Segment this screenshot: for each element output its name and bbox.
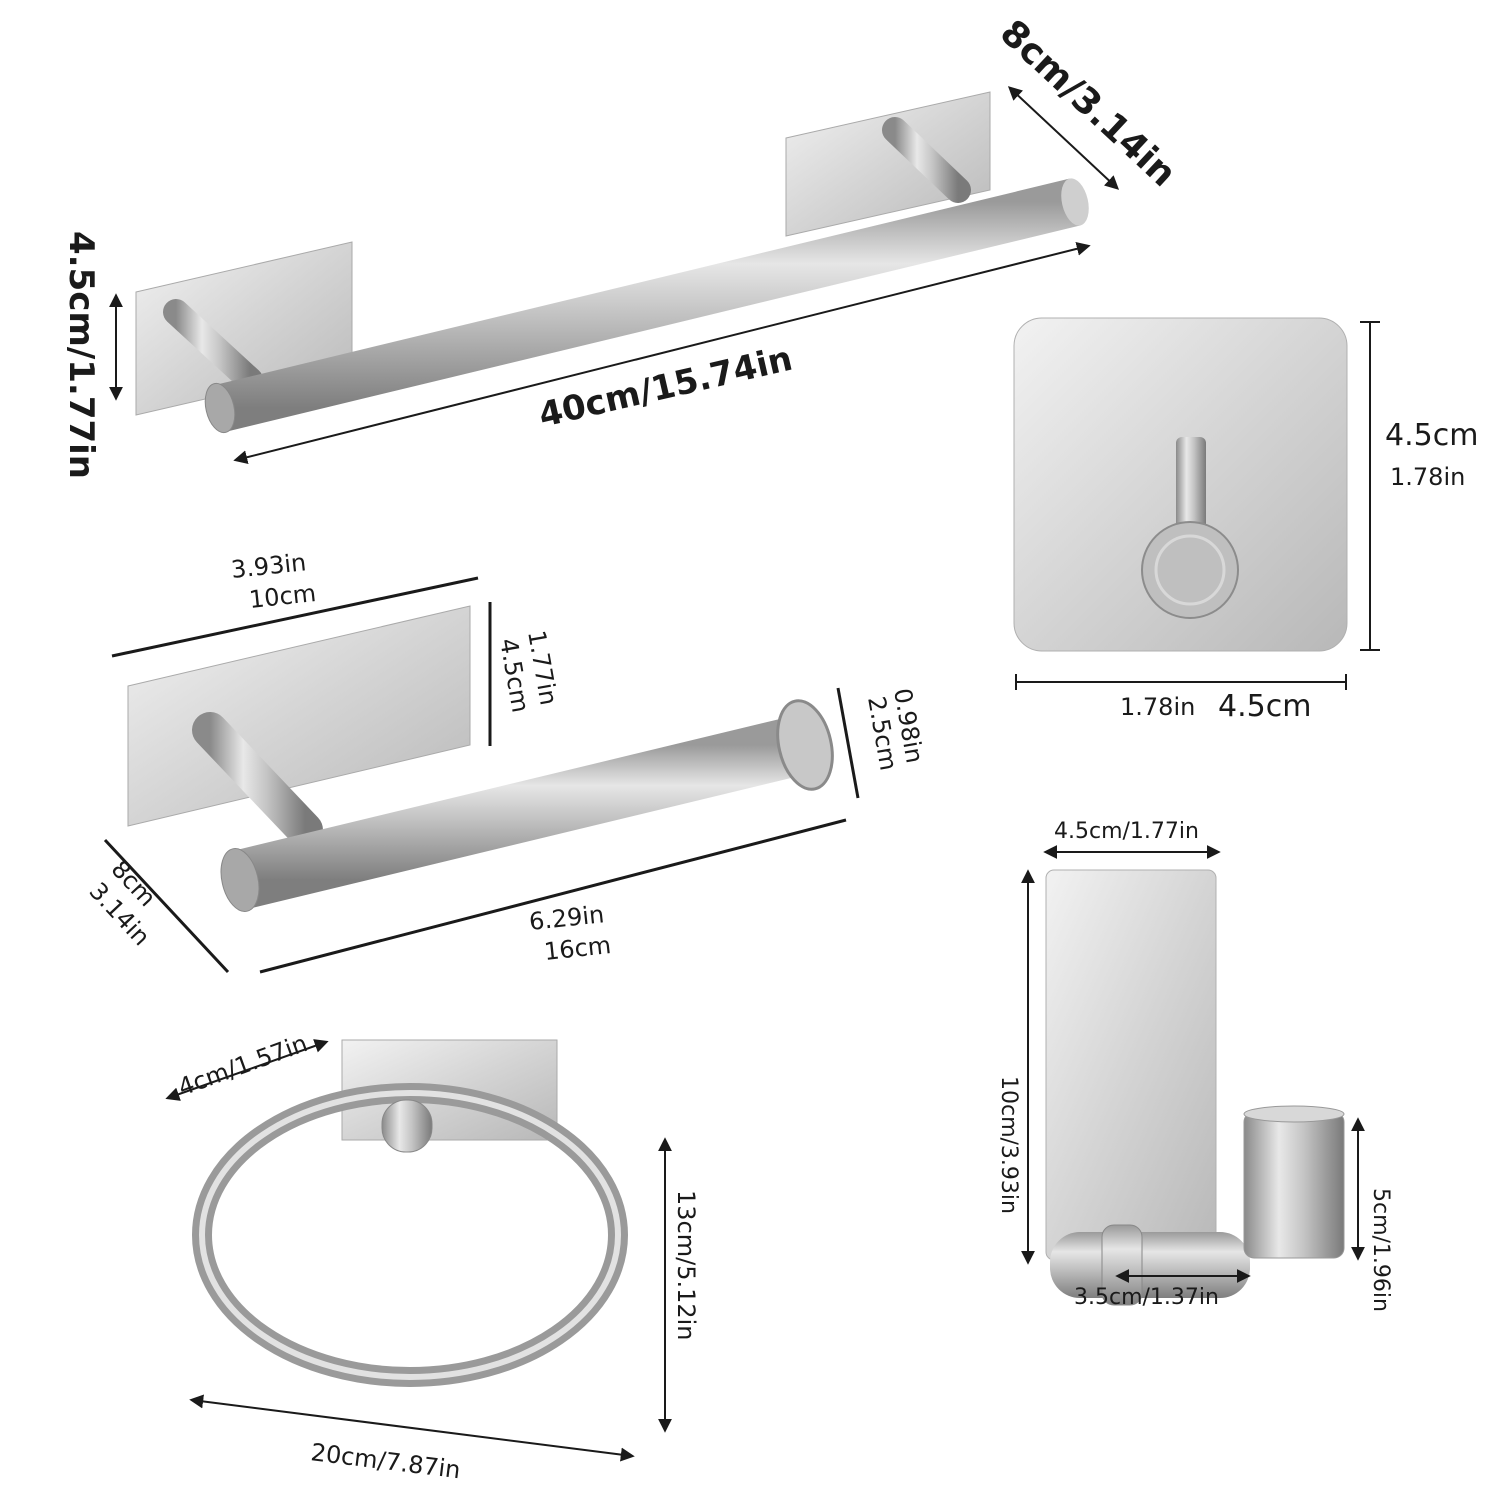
robe-hook-post-top [1243, 1105, 1345, 1123]
paper-holder-rod-in: 6.29in [528, 900, 606, 936]
paper-holder-rod-cm: 16cm [543, 931, 613, 966]
robe-hook-height-label: 10cm/3.93in [996, 1076, 1021, 1214]
robe-hook-post [1243, 1111, 1345, 1259]
towel-bar-length-label: 40cm/15.74in [535, 339, 796, 436]
paper-holder-plate-width-cm: 10cm [248, 579, 318, 614]
paper-holder-end-cap [776, 699, 834, 791]
square-hook-post [1176, 437, 1206, 547]
robe-hook-post-height-label: 5cm/1.96in [1368, 1188, 1393, 1312]
square-hook-height-in: 1.78in [1390, 463, 1465, 491]
towel-ring-width-line [189, 1394, 635, 1462]
towel-ring-width-label: 20cm/7.87in [309, 1438, 462, 1484]
paper-holder-depth-line [103, 838, 230, 974]
towel-bar-depth-line [1007, 86, 1120, 190]
square-hook: 4.5cm 1.78in 1.78in 4.5cm [1013, 317, 1478, 724]
square-hook-width-cm: 4.5cm [1218, 689, 1311, 724]
robe-hook-plate [1045, 869, 1217, 1261]
towel-bar-right-plate [785, 91, 991, 237]
paper-holder-plate-width-in: 3.93in [230, 548, 308, 584]
robe-hook-collar [1101, 1224, 1143, 1306]
robe-hook: 4.5cm/1.77in 10cm/3.93in 5cm/1.96in 3.5c… [996, 819, 1393, 1312]
paper-holder-rod [232, 715, 808, 910]
robe-hook-depth-label: 3.5cm/1.37in [1074, 1285, 1219, 1310]
robe-hook-width-label: 4.5cm/1.77in [1054, 819, 1199, 844]
towel-ring-height-label: 13cm/5.12in [672, 1190, 700, 1341]
towel-bar-length-line [233, 241, 1091, 465]
paper-holder: 3.93in 10cm 1.77in 4.5cm 0.98in 2.5cm 8c… [84, 548, 929, 974]
towel-ring: 4cm/1.57in 13cm/5.12in 20cm/7.87in [165, 1029, 700, 1484]
towel-bar-depth-label: 8cm/3.14in [992, 12, 1184, 195]
towel-ring-connector [381, 1099, 433, 1153]
towel-bar-rod-end-right [1061, 178, 1089, 226]
square-hook-knob-highlight [1154, 534, 1226, 606]
paper-holder-rod-line [259, 818, 847, 974]
paper-holder-plate [127, 605, 471, 827]
paper-holder-arm [192, 712, 323, 848]
square-hook-width-in: 1.78in [1120, 693, 1195, 721]
towel-ring-mount-label: 4cm/1.57in [174, 1029, 311, 1102]
paper-holder-rod-end [220, 848, 260, 912]
square-hook-height-cm: 4.5cm [1385, 418, 1478, 453]
towel-ring-loop-highlight [199, 1090, 621, 1380]
towel-bar-height-label: 4.5cm/1.77in [61, 231, 101, 479]
paper-holder-cap-line [836, 687, 860, 799]
towel-bar-right-arm [882, 117, 971, 203]
paper-holder-plate-width-line [111, 576, 479, 658]
towel-ring-mount-line [165, 1039, 329, 1101]
